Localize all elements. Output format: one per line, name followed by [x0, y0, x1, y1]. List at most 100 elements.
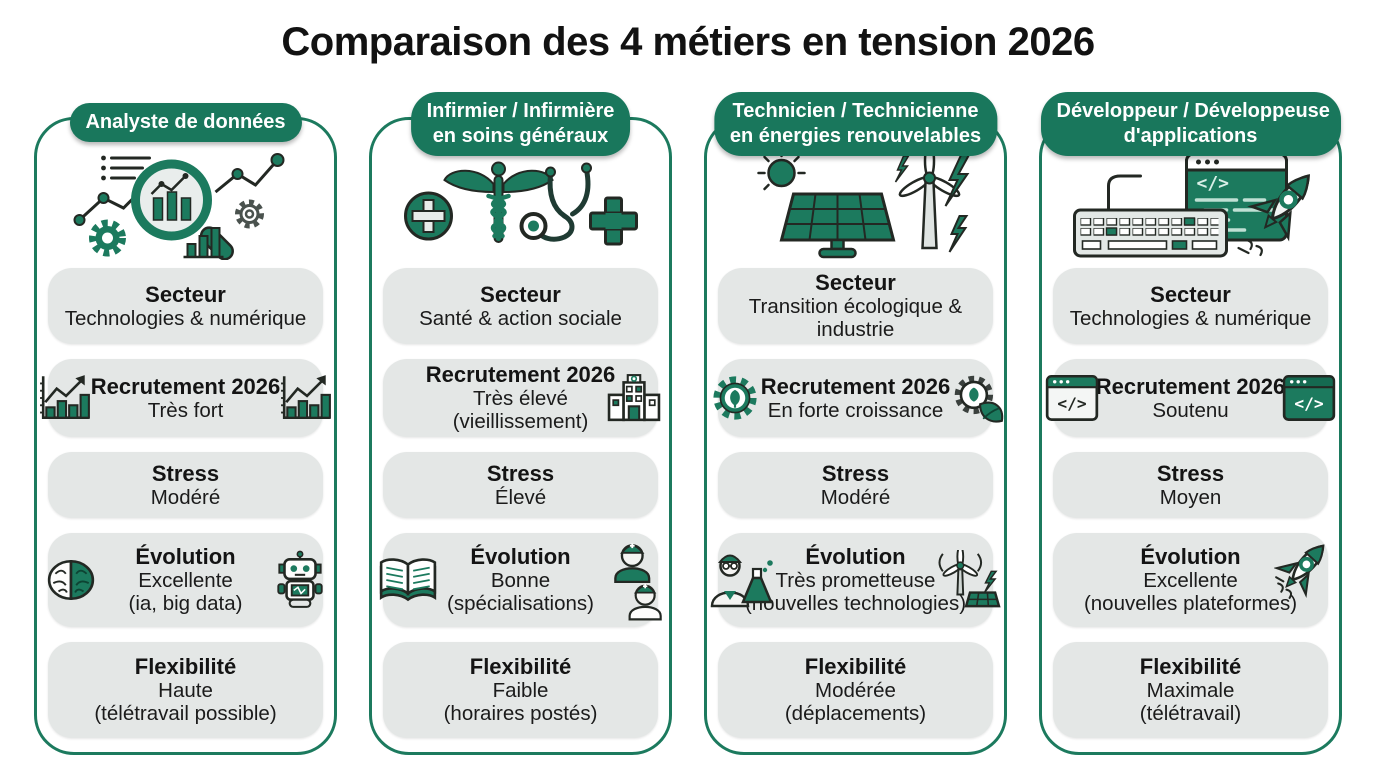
rocket-icon [1274, 538, 1332, 600]
recrutement-value: En forte croissance [767, 398, 944, 422]
developer-keyboard-code-rocket-icon: </> [1053, 146, 1328, 262]
job-title-pill: Développeur / Développeuse d'application… [1040, 92, 1341, 156]
page-title: Comparaison des 4 métiers en tension 202… [281, 20, 1095, 64]
recrutement-label: Recrutement 2026 [1095, 373, 1286, 399]
recrutement-value: Soutenu [1152, 398, 1229, 422]
recrutement-bubble: Recrutement 2026 En forte croissance [713, 359, 1004, 437]
evolution-value: Bonne [490, 569, 551, 593]
hospital-icon [606, 372, 662, 424]
info-bubbles: Secteur Transition écologique & industri… [710, 268, 1004, 738]
stress-label: Stress [821, 460, 890, 486]
robot-icon [273, 550, 327, 610]
stress-label: Stress [151, 460, 220, 486]
flexibilite-label: Flexibilité [804, 654, 907, 680]
secteur-bubble: Secteur Transition écologique & industri… [718, 268, 993, 344]
stress-bubble: Stress Modéré [718, 452, 993, 518]
evolution-bubble: Évolution Excellente (nouvelles platefor… [1053, 533, 1328, 627]
secteur-label: Secteur [1150, 281, 1231, 307]
bar-chart-growth-icon [38, 372, 92, 424]
evolution-bubble: Évolution Bonne (spécialisations) [379, 533, 662, 627]
evolution-value: Excellente [138, 569, 233, 593]
job-title-pill: Technicien / Technicienne en énergies re… [713, 92, 998, 156]
flexibilite-note: (télétravail possible) [94, 701, 277, 725]
gear-leaf-icon [708, 371, 762, 425]
job-column-infirmier: Infirmier / Infirmière en soins généraux [369, 92, 672, 755]
flexibilite-bubble: Flexibilité Maximale (télétravail) [1053, 642, 1328, 738]
recrutement-label: Recrutement 2026 [760, 373, 951, 399]
scientist-icon [710, 549, 774, 611]
info-bubbles: Secteur Technologies & numérique [40, 268, 331, 738]
stress-label: Stress [486, 460, 555, 486]
flexibilite-value: Haute [158, 679, 213, 703]
stress-label: Stress [1156, 460, 1225, 486]
flexibilite-label: Flexibilité [1139, 654, 1242, 680]
stress-bubble: Stress Moyen [1053, 452, 1328, 518]
svg-text:</>: </> [1294, 394, 1323, 413]
stress-bubble: Stress Élevé [383, 452, 658, 518]
secteur-value: Technologies & numérique [1069, 306, 1312, 330]
flexibilite-bubble: Flexibilité Modérée (déplacements) [718, 642, 993, 738]
flexibilite-value: Modérée [815, 679, 896, 703]
secteur-value: Santé & action sociale [419, 306, 622, 330]
recrutement-value: Très élevé [473, 387, 568, 411]
job-title-line: en énergies renouvelables [729, 125, 982, 147]
flexibilite-value: Faible [492, 679, 549, 703]
evolution-note: (nouvelles plateformes) [1083, 591, 1298, 615]
info-bubbles: Secteur Technologies & numérique </> Rec… [1045, 268, 1336, 738]
nurses-icon [606, 535, 666, 625]
data-analysis-magnifier-gears-charts-icon [48, 146, 323, 262]
flexibilite-label: Flexibilité [134, 654, 237, 680]
evolution-label: Évolution [135, 544, 236, 570]
evolution-label: Évolution [805, 544, 906, 570]
recrutement-note: (vieillissement) [452, 409, 589, 433]
info-bubbles: Secteur Santé & action sociale Recruteme… [379, 268, 662, 738]
job-title-line: Technicien / Technicienne [732, 100, 979, 122]
flexibilite-note: (déplacements) [784, 701, 927, 725]
recrutement-bubble: Recrutement 2026 Très élevé (vieillissem… [383, 359, 661, 437]
flexibilite-label: Flexibilité [469, 654, 572, 680]
medical-caduceus-stethoscope-cross-icon [383, 146, 658, 262]
secteur-label: Secteur [145, 281, 226, 307]
flexibilite-note: (télétravail) [1139, 701, 1242, 725]
evolution-note: (ia, big data) [128, 591, 243, 615]
job-title-line: Infirmier / Infirmière [426, 100, 615, 122]
flexibilite-bubble: Flexibilité Faible (horaires postés) [383, 642, 658, 738]
secteur-label: Secteur [815, 270, 896, 296]
secteur-value: Technologies & numérique [64, 306, 307, 330]
job-column-technicien: Technicien / Technicienne en énergies re… [704, 92, 1007, 755]
evolution-note: (nouvelles technologies) [744, 591, 967, 615]
job-title-line: Développeur / Développeuse [1056, 100, 1330, 122]
recrutement-bubble: Recrutement 2026 Très fort [40, 359, 331, 437]
evolution-value: Très prometteuse [775, 569, 936, 593]
secteur-bubble: Secteur Santé & action sociale [383, 268, 658, 344]
gear-leaf-icon [949, 370, 1005, 426]
recrutement-label: Recrutement 2026 [90, 373, 281, 399]
evolution-value: Excellente [1143, 569, 1238, 593]
flexibilite-bubble: Flexibilité Haute (télétravail possible) [48, 642, 323, 738]
open-book-icon [377, 555, 439, 605]
flexibilite-note: (horaires postés) [443, 701, 598, 725]
job-title-line: Analyste de données [85, 111, 286, 133]
code-window-icon: </> [1282, 374, 1336, 422]
recrutement-bubble: </> Recrutement 2026 Soutenu </> [1045, 359, 1336, 437]
stress-value: Modéré [820, 485, 891, 509]
evolution-label: Évolution [1140, 544, 1241, 570]
job-title-pill: Infirmier / Infirmière en soins généraux [410, 92, 631, 156]
columns-container: Analyste de données [0, 92, 1376, 755]
flexibilite-value: Maximale [1146, 679, 1235, 703]
evolution-bubble: Évolution Très prometteuse (nouvelles te… [710, 533, 1001, 627]
brain-icon [42, 555, 100, 605]
evolution-label: Évolution [470, 544, 571, 570]
stress-value: Modéré [150, 485, 221, 509]
stress-bubble: Stress Modéré [48, 452, 323, 518]
evolution-note: (spécialisations) [447, 591, 594, 615]
renewable-energy-sun-solar-wind-icon [718, 146, 993, 262]
bar-chart-growth-icon [279, 372, 333, 424]
secteur-bubble: Secteur Technologies & numérique [1053, 268, 1328, 344]
stress-value: Moyen [1159, 485, 1222, 509]
secteur-value: Transition écologique & industrie [748, 295, 963, 341]
job-title-line: d'applications [1123, 125, 1258, 147]
svg-text:</>: </> [1196, 173, 1229, 194]
secteur-bubble: Secteur Technologies & numérique [48, 268, 323, 344]
